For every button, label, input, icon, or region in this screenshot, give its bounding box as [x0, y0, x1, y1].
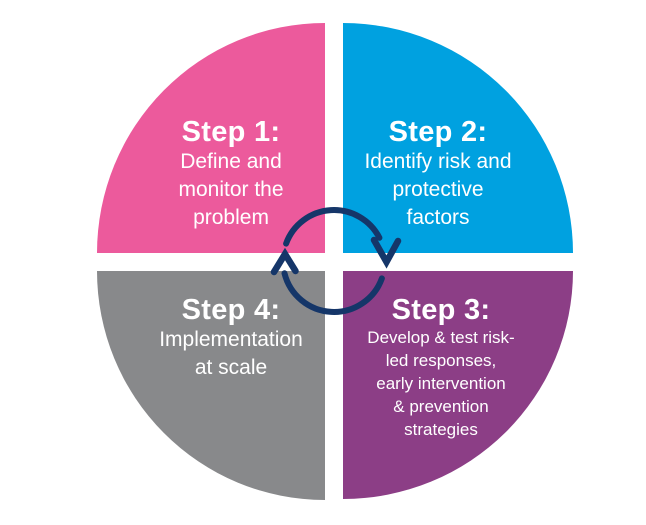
step-3-line: & prevention: [393, 397, 489, 416]
cycle-arc-bottom: [281, 270, 385, 315]
cycle-arrowhead-right: [370, 236, 402, 269]
cycle-arc-top: [283, 207, 383, 247]
step-3-line: early intervention: [376, 374, 506, 393]
step-4-line: at scale: [194, 356, 268, 379]
step-3-line: strategies: [404, 420, 478, 439]
step-2-text-block: Step 2: Identify risk and protective fac…: [328, 116, 548, 232]
step-4-text-block: Step 4: Implementation at scale: [121, 294, 341, 382]
step-3-title: Step 3:: [391, 294, 491, 326]
step-1-text-block: Step 1: Define and monitor the problem: [121, 116, 341, 232]
step-2-line: factors: [406, 206, 470, 229]
step-1-line: monitor the: [178, 178, 284, 201]
cycle-arrowhead-left: [270, 247, 299, 276]
step-3-line: led responses,: [385, 351, 497, 370]
step-4-line: Implementation: [159, 328, 303, 351]
cycle-arrows-icon: [270, 207, 402, 315]
step-3-line: Develop & test risk-: [367, 328, 515, 347]
step-2-title: Step 2:: [388, 116, 488, 148]
step-2-line: protective: [392, 178, 484, 201]
step-1-line: problem: [193, 206, 269, 229]
step-4-title: Step 4:: [181, 294, 281, 326]
step-1-title: Step 1:: [181, 116, 281, 148]
step-1-line: Define and: [180, 150, 282, 173]
step-3-text-block: Step 3: Develop & test risk- led respons…: [331, 294, 551, 441]
step-2-line: Identify risk and: [364, 150, 512, 173]
